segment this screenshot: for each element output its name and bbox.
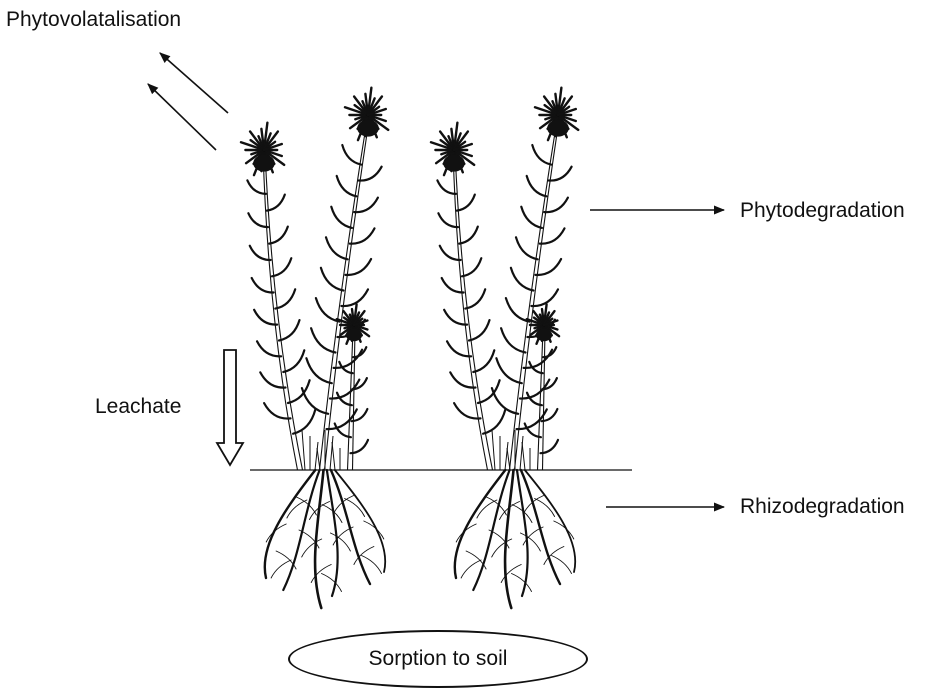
plant-base-blade — [505, 442, 508, 470]
plant-root — [525, 470, 575, 572]
plant-leaf — [275, 289, 295, 308]
plant-stem — [353, 330, 356, 470]
plant-rootlet — [535, 499, 555, 517]
plant-leaf — [272, 258, 291, 276]
plant-leaf — [293, 410, 315, 434]
plant-leaf — [459, 227, 478, 244]
leachate-arrow — [217, 350, 243, 465]
plant-leaf — [473, 350, 494, 372]
plant-leaf — [457, 195, 475, 211]
plant-leaf — [269, 227, 288, 244]
flower-head-core — [443, 155, 465, 172]
plant-root — [265, 470, 316, 578]
plant-leaf — [326, 237, 348, 259]
sorption-ellipse: Sorption to soil — [288, 630, 588, 688]
plant-illustrations — [241, 88, 578, 608]
plant-leaf — [248, 213, 268, 227]
plant-base-blade — [507, 448, 510, 470]
plant-root — [335, 470, 385, 572]
plant-rootlet — [322, 574, 342, 592]
plant-leaf — [331, 207, 352, 228]
plant-base-blade — [330, 436, 333, 470]
flower-head-core — [536, 329, 552, 342]
flower-head-core — [253, 155, 275, 172]
plant-rootlet — [271, 560, 291, 578]
flower-head-core — [346, 329, 362, 342]
plant-leaf — [469, 320, 490, 340]
plant-leaf — [337, 176, 357, 196]
plant-rootlet — [345, 499, 365, 517]
plant-leaf — [311, 328, 335, 352]
plant-stem — [263, 150, 298, 470]
plant-leaf — [511, 268, 534, 291]
label-rhizodegradation: Rhizodegradation — [740, 495, 905, 519]
plant-leaf — [283, 350, 304, 372]
plant-root — [505, 470, 513, 608]
plant-leaf — [532, 145, 551, 165]
plant-rootlet — [512, 574, 532, 592]
plant-base-blade — [315, 442, 318, 470]
plant-leaf — [342, 145, 361, 165]
plant-leaf — [506, 298, 530, 322]
plant-stem — [348, 330, 354, 470]
flower-head-core — [357, 120, 379, 137]
plant-base-blade — [332, 442, 335, 470]
plant-root — [315, 470, 323, 608]
plant-leaf — [321, 268, 344, 291]
label-leachate: Leachate — [95, 395, 181, 419]
plant-stem — [538, 330, 544, 470]
label-phytodegradation: Phytodegradation — [740, 199, 905, 223]
plant-leaf — [527, 176, 547, 196]
plant-leaf — [483, 410, 505, 434]
plant-stem — [543, 330, 546, 470]
phytovolatalisation-arrow-upper — [160, 53, 228, 113]
flower-head-core — [547, 120, 569, 137]
plant-leaf — [250, 246, 271, 260]
plant-base-blade — [492, 430, 495, 470]
label-phytovolatalisation: Phytovolatalisation — [6, 8, 181, 32]
plant-leaf — [316, 298, 340, 322]
plant-leaf — [440, 246, 461, 260]
plant-leaf — [521, 207, 542, 228]
plant-rootlet — [461, 560, 481, 578]
plant-leaf — [465, 289, 485, 308]
plant-root — [455, 470, 506, 578]
plant-leaf — [247, 180, 266, 194]
plant-leaf — [516, 237, 538, 259]
plant-stem — [453, 150, 488, 470]
plant-leaf — [267, 195, 285, 211]
plant-base-blade — [520, 436, 523, 470]
plant-leaf — [437, 180, 456, 194]
plant-base-blade — [302, 430, 305, 470]
plant-base-blade — [522, 442, 525, 470]
label-sorption-to-soil: Sorption to soil — [369, 647, 508, 671]
plant-leaf — [279, 320, 300, 340]
plant-base-blade — [317, 448, 320, 470]
plant-leaf — [501, 328, 525, 352]
plant-leaf — [462, 258, 481, 276]
plant-leaf — [438, 213, 458, 227]
